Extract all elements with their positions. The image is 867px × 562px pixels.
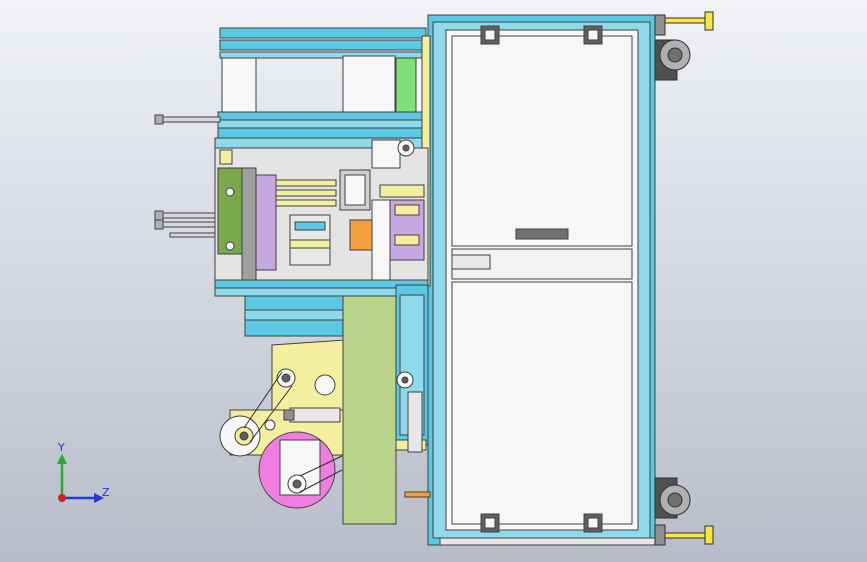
green-plate	[342, 295, 397, 525]
z-axis-label: Z	[102, 486, 110, 499]
casters	[654, 11, 714, 546]
green-spool	[395, 57, 417, 114]
x-axis-point	[58, 494, 66, 502]
cabinet	[427, 14, 656, 546]
middle-mechanism	[214, 139, 429, 296]
orientation-triad	[57, 454, 104, 503]
cabinet-handle	[515, 228, 569, 240]
lower-frame	[214, 279, 429, 446]
y-axis-label: Y	[58, 441, 65, 454]
cylinder-rods	[154, 114, 221, 238]
drive-assembly	[219, 295, 431, 525]
upper-frame	[214, 27, 431, 287]
